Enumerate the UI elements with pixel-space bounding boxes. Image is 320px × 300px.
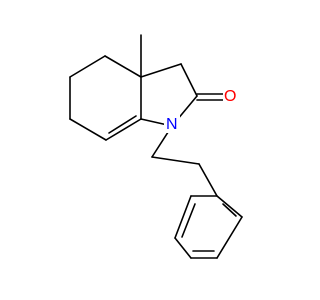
oxygen-label-background [223, 87, 239, 105]
atom-labels: O N [164, 87, 239, 133]
benzene-ring [174, 195, 243, 259]
bond-ph-double-1 [222, 203, 237, 217]
bond-ph-double-3 [181, 203, 196, 238]
chemical-structure: O N [69, 34, 243, 259]
bond-ph-1-2 [216, 195, 243, 218]
bond-ch2b-ipso [198, 163, 218, 197]
bond-ph-4-5 [174, 237, 192, 259]
bond-c4-c5 [69, 55, 106, 78]
phenethyl-chain [151, 125, 218, 197]
bond-c7-c7a-double [108, 115, 137, 134]
nitrogen-label-background [164, 115, 180, 133]
bond-ch2a-ch2b [151, 156, 200, 165]
carbonyl-group [196, 93, 227, 101]
bond-c3a-c4 [104, 55, 142, 78]
bond-c6-c7 [69, 118, 107, 141]
nitrogen-atom-label: N [166, 116, 178, 133]
oxygen-atom-label: O [224, 88, 236, 105]
bond-ph-2-3 [216, 216, 243, 259]
bond-c7-c7a [105, 118, 142, 141]
bond-ph-5-6 [174, 195, 192, 239]
bond-c3-c2 [180, 63, 198, 97]
cyclohexene-ring [69, 55, 142, 141]
bond-c3a-c3 [140, 63, 182, 78]
